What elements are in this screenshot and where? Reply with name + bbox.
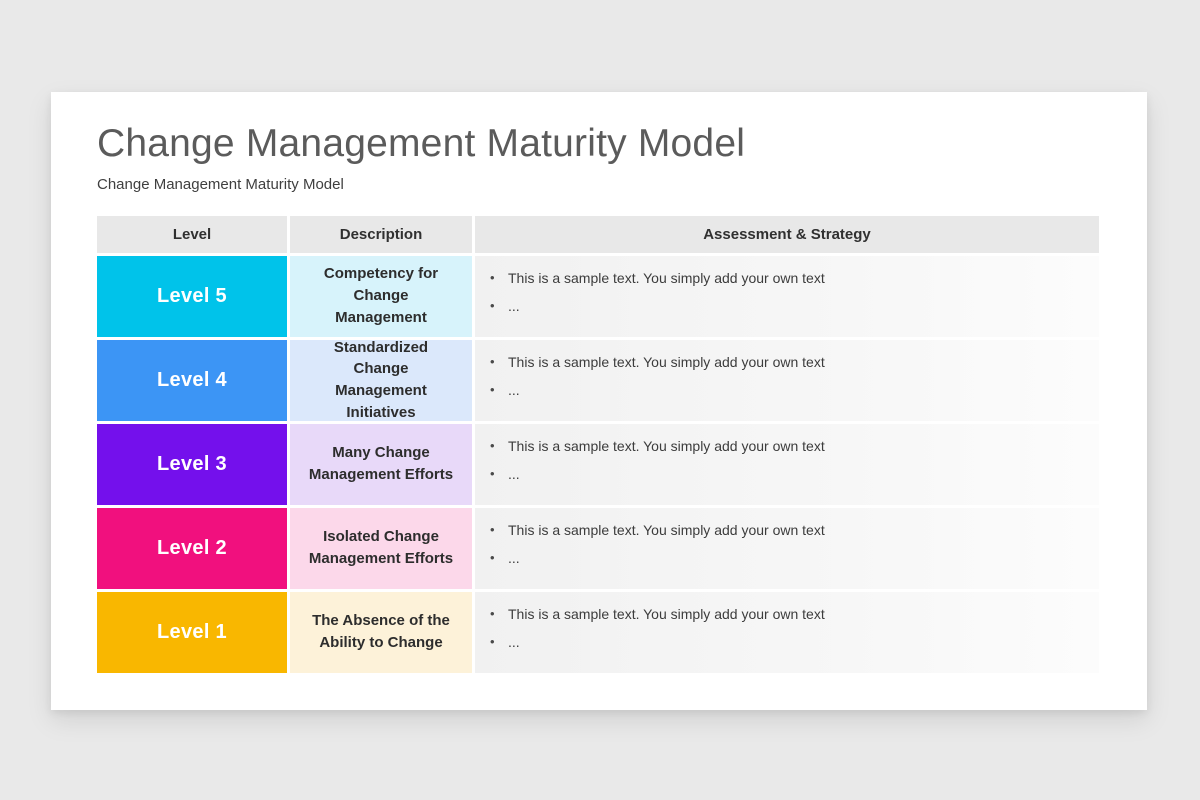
assessment-cell: • This is a sample text. You simply add y… xyxy=(475,339,1099,421)
bullet-icon: • xyxy=(490,465,495,481)
level-cell: Level 5 xyxy=(97,255,287,337)
assessment-cell: • This is a sample text. You simply add y… xyxy=(475,591,1099,673)
bullet-text: ... xyxy=(508,465,520,482)
bullet-icon: • xyxy=(490,633,495,649)
bullet-icon: • xyxy=(490,381,495,397)
bullet-row: • This is a sample text. You simply add y… xyxy=(490,352,1083,373)
description-cell: Competency for Change Management xyxy=(290,255,472,337)
bullet-row: • This is a sample text. You simply add y… xyxy=(490,436,1083,457)
column-header-assessment: Assessment & Strategy xyxy=(475,215,1099,253)
bullet-row: •... xyxy=(490,464,1083,485)
bullet-row: • This is a sample text. You simply add y… xyxy=(490,268,1083,289)
bullet-text: This is a sample text. You simply add yo… xyxy=(508,269,825,286)
bullet-icon: • xyxy=(490,521,495,537)
level-cell: Level 3 xyxy=(97,423,287,505)
page-title: Change Management Maturity Model xyxy=(97,122,746,165)
level-cell: Level 2 xyxy=(97,507,287,589)
bullet-text: ... xyxy=(508,297,520,314)
bullet-icon: • xyxy=(490,297,495,313)
bullet-text: This is a sample text. You simply add yo… xyxy=(508,521,825,538)
bullet-row: •... xyxy=(490,632,1083,653)
level-cell: Level 4 xyxy=(97,339,287,421)
assessment-cell: • This is a sample text. You simply add y… xyxy=(475,507,1099,589)
description-cell: The Absence of the Ability to Change xyxy=(290,591,472,673)
bullet-icon: • xyxy=(490,269,495,285)
page-subtitle: Change Management Maturity Model xyxy=(97,175,344,193)
bullet-row: •... xyxy=(490,548,1083,569)
column-header-description: Description xyxy=(290,215,472,253)
description-cell: Many Change Management Efforts xyxy=(290,423,472,505)
bullet-icon: • xyxy=(490,437,495,453)
bullet-row: •... xyxy=(490,296,1083,317)
assessment-cell: • This is a sample text. You simply add y… xyxy=(475,423,1099,505)
bullet-row: • This is a sample text. You simply add y… xyxy=(490,604,1083,625)
column-header-level: Level xyxy=(97,215,287,253)
bullet-text: This is a sample text. You simply add yo… xyxy=(508,605,825,622)
bullet-icon: • xyxy=(490,353,495,369)
bullet-icon: • xyxy=(490,549,495,565)
assessment-cell: • This is a sample text. You simply add y… xyxy=(475,255,1099,337)
bullet-text: ... xyxy=(508,549,520,566)
level-cell: Level 1 xyxy=(97,591,287,673)
bullet-text: This is a sample text. You simply add yo… xyxy=(508,353,825,370)
bullet-text: ... xyxy=(508,381,520,398)
maturity-table: Level Description Assessment & Strategy … xyxy=(97,215,1099,673)
description-cell: Standardized Change Management Initiativ… xyxy=(290,339,472,421)
bullet-text: ... xyxy=(508,633,520,650)
bullet-row: • This is a sample text. You simply add y… xyxy=(490,520,1083,541)
bullet-icon: • xyxy=(490,605,495,621)
bullet-text: This is a sample text. You simply add yo… xyxy=(508,437,825,454)
description-cell: Isolated Change Management Efforts xyxy=(290,507,472,589)
bullet-row: •... xyxy=(490,380,1083,401)
slide-card: Change Management Maturity Model Change … xyxy=(51,92,1147,710)
